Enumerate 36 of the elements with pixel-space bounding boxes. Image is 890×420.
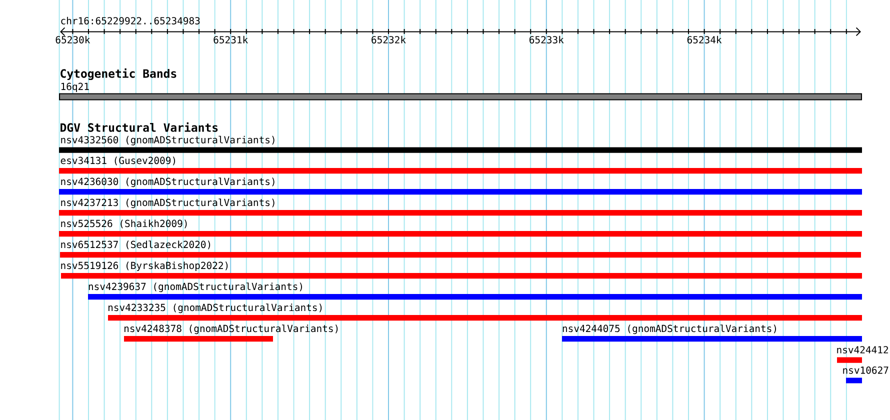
node-label: nsv5519126 (ByrskaBishop2022): [61, 262, 228, 272]
tick-label: 65230k: [56, 36, 90, 44]
track-title: DGV Structural Variants: [60, 122, 218, 132]
node-label: nsv6512537 (Sedlazeck2020): [61, 240, 210, 250]
track-title: Cytogenetic Bands: [60, 68, 176, 80]
node-label: nsv4237213 (gnomADStructuralVariants): [61, 198, 274, 208]
variant-bar: esv34131 (Gusev2009): [59, 156, 862, 174]
node-label: esv34131 (Gusev2009): [60, 156, 176, 166]
tick-label: 65232k: [372, 36, 406, 44]
variant-bar: nsv4237213 (gnomADStructuralVariants): [59, 198, 862, 216]
tick-label: 65231k: [214, 36, 248, 44]
node-label: nsv4239637 (gnomADStructuralVariants): [88, 282, 302, 292]
variant-bar: nsv5519126 (ByrskaBishop2022): [61, 262, 862, 279]
node-label: 16q21: [61, 82, 89, 92]
variant-bar: nsv4244075 (gnomADStructuralVariants): [562, 324, 862, 342]
node-label: nsv4244075 (gnomADStructuralVariants): [562, 324, 776, 334]
variant-bar: nsv4233235 (gnomADStructuralVariants): [108, 304, 862, 321]
node-label: nsv4332560 (gnomADStructuralVariants): [61, 136, 274, 146]
node-label: nsv4248378 (gnomADStructuralVariants): [124, 324, 338, 334]
variant-bar: nsv10627: [843, 366, 888, 384]
variant-bar: nsv424412: [837, 346, 888, 363]
tick-label: 65233k: [530, 36, 564, 44]
node-label: nsv10627: [843, 366, 888, 374]
node-label: nsv424412: [837, 346, 888, 354]
variant-bar: nsv6512537 (Sedlazeck2020): [60, 240, 861, 258]
location-label: chr16:65229922..65234983: [61, 16, 200, 24]
cytoband-bar: 16q21: [59, 82, 862, 100]
variant-bar: nsv4236030 (gnomADStructuralVariants): [59, 178, 862, 195]
variant-bar: nsv4239637 (gnomADStructuralVariants): [88, 282, 862, 300]
node-label: nsv4233235 (gnomADStructuralVariants): [108, 304, 322, 314]
variant-bar: nsv525526 (Shaikh2009): [59, 220, 862, 237]
tick-label: 65234k: [687, 36, 722, 44]
variant-bar: nsv4248378 (gnomADStructuralVariants): [124, 324, 338, 342]
variant-bar: nsv4332560 (gnomADStructuralVariants): [59, 136, 862, 153]
node-label: nsv525526 (Shaikh2009): [61, 220, 187, 228]
node-label: nsv4236030 (gnomADStructuralVariants): [61, 178, 274, 188]
